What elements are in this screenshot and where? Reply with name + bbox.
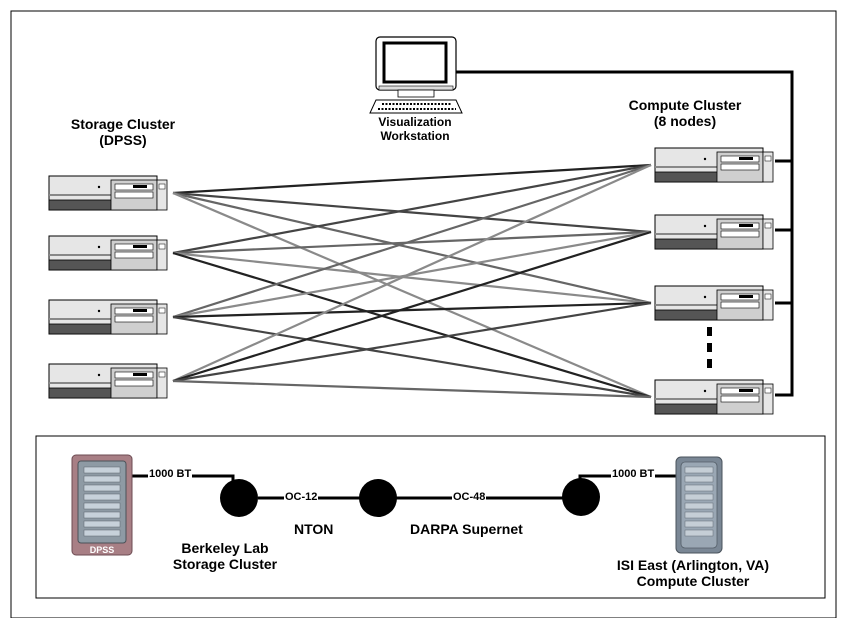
compute-backbone	[455, 70, 794, 397]
berkeley-label-line2: Storage Cluster	[172, 556, 278, 573]
nton-label: NTON	[294, 521, 334, 537]
mesh-link-s2-c1	[172, 163, 652, 255]
mesh-link-s3-c2	[172, 230, 652, 319]
dpss-logo-text: DPSS	[90, 545, 115, 555]
workstation-label-line2: Workstation	[380, 128, 450, 143]
storage-cluster-title: Storage Cluster	[70, 116, 176, 132]
mesh-link-s2-c3	[172, 251, 652, 305]
compute-node-2-icon	[654, 214, 774, 250]
mesh-link-s2-c2	[172, 230, 652, 255]
link-1000bt-right: 1000 BT	[611, 468, 656, 481]
mesh-link-s4-c1	[172, 163, 652, 383]
mesh-link-s3-c1	[172, 163, 652, 319]
workstation-icon	[369, 36, 463, 114]
storage-node-3-icon	[48, 299, 168, 335]
mesh-link-s1-c2	[172, 191, 652, 234]
wan-nodes	[220, 478, 600, 517]
router-isi-icon	[562, 478, 600, 516]
storage-node-4-icon	[48, 363, 168, 399]
mesh-links	[172, 163, 652, 399]
isi-label: ISI East (Arlington, VA) Compute Cluster	[588, 557, 798, 589]
isi-label-line1: ISI East (Arlington, VA)	[616, 557, 770, 573]
link-1000bt-left: 1000 BT	[148, 468, 193, 481]
mesh-link-s1-c1	[172, 163, 652, 195]
wan-path	[105, 474, 696, 510]
berkeley-label: Berkeley Lab Storage Cluster	[150, 540, 300, 572]
compute-cluster-subtitle: (8 nodes)	[653, 113, 717, 130]
compute-node-1-icon	[654, 147, 774, 183]
mesh-link-s2-c4	[172, 251, 652, 399]
link-oc48: OC-48	[452, 491, 487, 504]
ellipsis-dots	[707, 327, 712, 368]
nodes-layer	[48, 147, 774, 415]
mesh-link-s1-c4	[172, 191, 652, 399]
mesh-link-s4-c3	[172, 301, 652, 383]
darpa-label: DARPA Supernet	[410, 521, 523, 537]
storage-node-1-icon	[48, 175, 168, 211]
link-oc12: OC-12	[284, 491, 319, 504]
isi-tower-icon	[675, 456, 723, 554]
storage-node-2-icon	[48, 235, 168, 271]
storage-cluster-label: Storage Cluster (DPSS)	[48, 116, 198, 148]
mesh-link-s4-c2	[172, 230, 652, 383]
mesh-link-s3-c4	[172, 315, 652, 399]
storage-cluster-subtitle: (DPSS)	[99, 132, 147, 149]
compute-node-3-icon	[654, 285, 774, 321]
router-berkeley-icon	[220, 479, 258, 517]
compute-cluster-title: Compute Cluster	[628, 97, 742, 113]
bottom-panel	[35, 435, 826, 599]
compute-node-4-icon	[654, 379, 774, 415]
compute-cluster-label: Compute Cluster (8 nodes)	[615, 97, 755, 129]
outer-frame	[10, 10, 837, 618]
dpss-tower-icon: DPSS	[71, 454, 133, 556]
mesh-link-s4-c4	[172, 379, 652, 399]
workstation-label-line1: Visualization	[378, 115, 452, 129]
isi-label-line2: Compute Cluster	[636, 573, 750, 590]
mesh-link-s1-c3	[172, 191, 652, 305]
mesh-link-s3-c3	[172, 301, 652, 319]
berkeley-label-line1: Berkeley Lab	[181, 540, 269, 556]
workstation-label: Visualization Workstation	[355, 115, 475, 144]
router-nton-icon	[359, 479, 397, 517]
